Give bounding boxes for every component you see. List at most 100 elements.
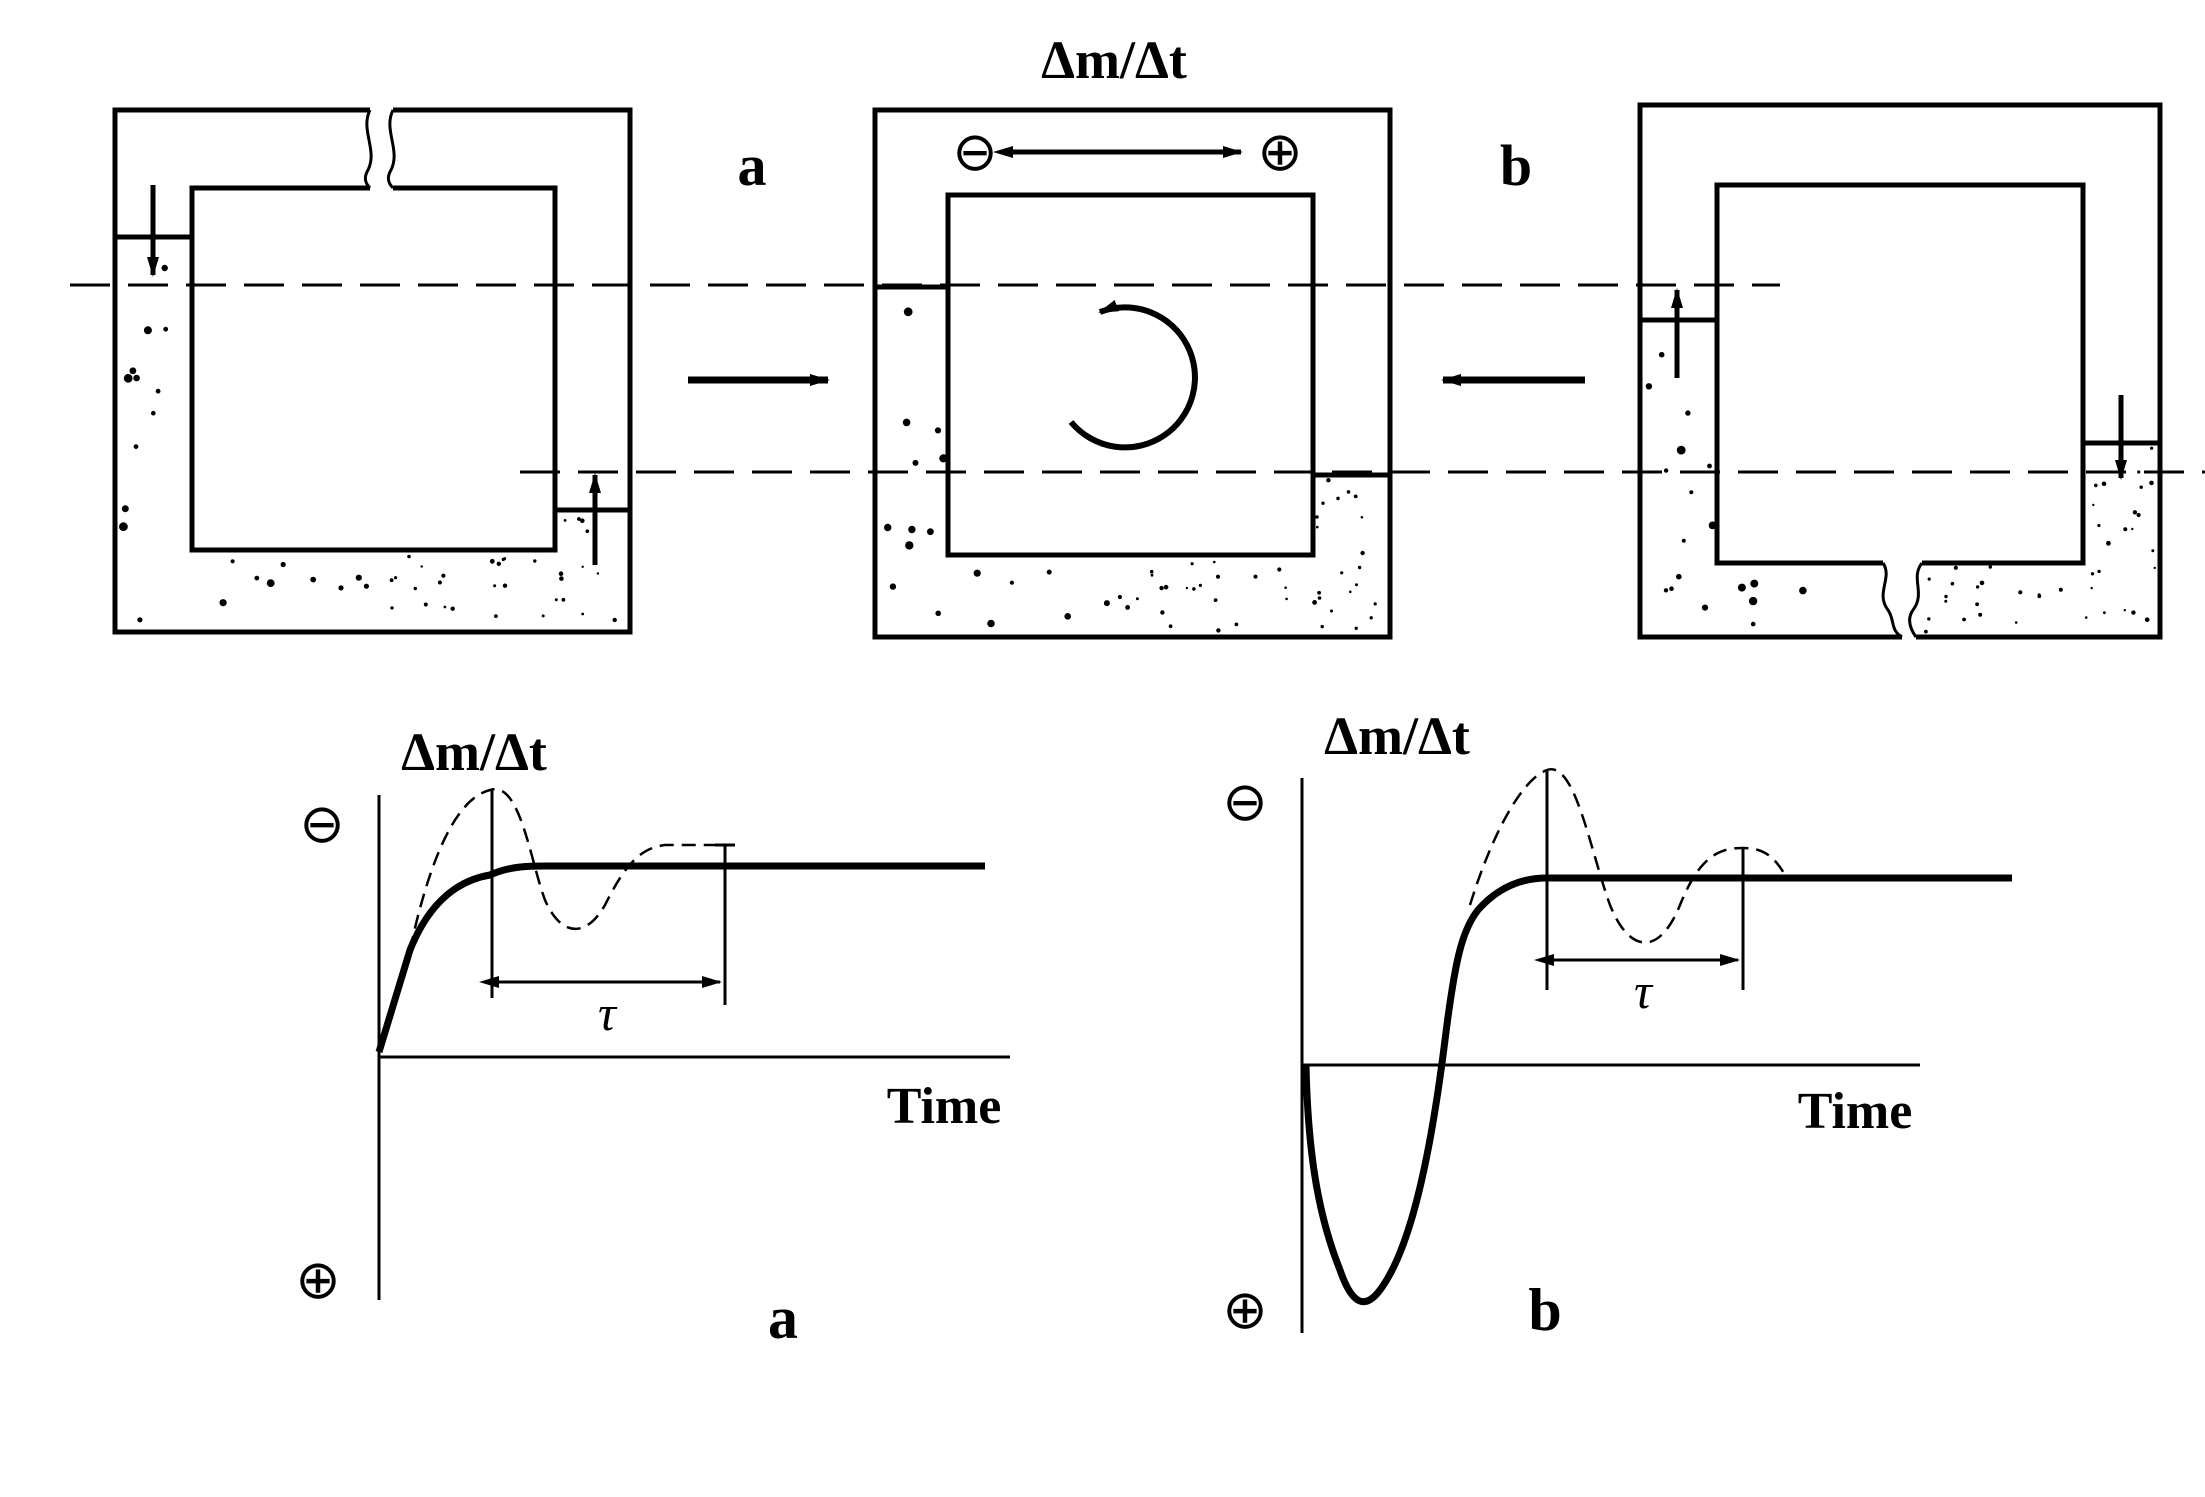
- stipple-dot: [1320, 624, 1324, 629]
- stipple-dot: [413, 586, 417, 591]
- stipple-dot: [502, 583, 508, 588]
- stipple-dot: [137, 617, 143, 623]
- stipple-dot: [338, 585, 344, 591]
- stipple-dot: [2123, 527, 2128, 532]
- stipple-dot: [129, 367, 137, 375]
- stipple-dot: [1663, 588, 1669, 593]
- stipple-dot: [903, 307, 913, 317]
- stipple-dot: [1159, 585, 1164, 591]
- stipple-dot: [1645, 383, 1653, 390]
- vessel-center-stipple: [884, 307, 1377, 633]
- stipple-dot: [2097, 569, 2101, 574]
- stipple-dot: [1669, 586, 1674, 591]
- stipple-dot: [2106, 540, 2111, 546]
- stipple-dot: [558, 571, 564, 576]
- vessel-right: [1637, 102, 2163, 640]
- stipple-dot: [133, 444, 139, 449]
- stipple-dot: [1316, 525, 1319, 529]
- stipple-dot: [2150, 446, 2154, 450]
- stipple-dot: [1103, 600, 1110, 607]
- stipple-dot: [1924, 629, 1928, 634]
- stipple-dot: [1064, 613, 1071, 620]
- vessel-center-outer-wall: [872, 107, 1393, 640]
- stipple-dot: [280, 561, 286, 568]
- stipple-dot: [219, 599, 227, 607]
- stipple-dot: [2037, 594, 2042, 599]
- stipple-dot: [363, 583, 369, 589]
- stipple-dot: [1349, 590, 1352, 594]
- stipple-dot: [2018, 590, 2023, 595]
- stipple-dot: [559, 576, 564, 581]
- stipple-dot: [1357, 565, 1362, 570]
- graph-a-caption: a: [768, 1285, 798, 1351]
- graph-a-xlabel: Time: [887, 1078, 1002, 1135]
- stipple-dot: [935, 610, 941, 617]
- vessel-right-inner-wall: [1714, 182, 2086, 566]
- stipple-dot: [1685, 410, 1691, 416]
- stipple-dot: [2123, 609, 2126, 612]
- stipple-dot: [1373, 602, 1377, 606]
- stipple-dot: [1277, 567, 1282, 572]
- graph-b-response-curve: [1302, 874, 2012, 1305]
- stipple-dot: [889, 583, 897, 590]
- top-label-a: a: [738, 133, 767, 198]
- stipple-dot: [902, 418, 911, 427]
- stipple-dot: [1799, 586, 1807, 595]
- stipple-dot: [2132, 510, 2138, 515]
- stipple-dot: [1185, 586, 1189, 590]
- stipple-dot: [1009, 580, 1015, 585]
- vessel-left-break-mark: [363, 109, 396, 190]
- stipple-dot: [2090, 572, 2095, 576]
- stipple-dot: [927, 528, 934, 536]
- stipple-dot: [912, 459, 919, 466]
- stipple-dot: [501, 557, 505, 562]
- stipple-dot: [2103, 611, 2106, 615]
- stipple-dot: [934, 427, 942, 434]
- stipple-dot: [389, 578, 394, 583]
- stipple-dot: [1198, 583, 1202, 588]
- stipple-dot: [596, 572, 600, 575]
- stipple-dot: [407, 554, 411, 559]
- stipple-dot: [1317, 590, 1321, 595]
- stipple-dot: [420, 565, 423, 568]
- stipple-dot: [437, 580, 442, 585]
- stipple-dot: [1978, 612, 1983, 617]
- stipple-dot: [310, 576, 317, 583]
- stipple-dot: [133, 374, 140, 382]
- stipple-dot: [905, 541, 914, 550]
- stipple-dot: [2131, 527, 2134, 531]
- stipple-dot: [1750, 621, 1756, 627]
- stipple-dot: [1215, 574, 1221, 579]
- stipple-dot: [494, 614, 498, 618]
- vessel-left-outer-wall: [112, 107, 633, 635]
- stipple-dot: [973, 569, 981, 577]
- stipple-dot: [1340, 571, 1344, 575]
- stipple-dot: [394, 576, 398, 580]
- stipple-dot: [1748, 596, 1758, 606]
- stipple-dot: [1190, 562, 1194, 566]
- graph-a-response-curve: [375, 862, 985, 1054]
- stipple-dot: [355, 574, 362, 581]
- stipple-dot: [2137, 470, 2141, 474]
- stipple-dot: [580, 518, 585, 523]
- stipple-dot: [161, 264, 168, 272]
- stipple-dot: [1988, 565, 1993, 569]
- stipple-dot: [2014, 621, 2018, 624]
- stipple-dot: [121, 505, 129, 513]
- stipple-dot: [585, 529, 590, 533]
- graph-a: τ Δm/Δt Time ⊖ ⊕ a: [295, 722, 1010, 1351]
- top-label-b: b: [1500, 133, 1532, 198]
- stipple-dot: [493, 584, 497, 588]
- stipple-dot: [151, 410, 156, 416]
- stipple-dot: [577, 517, 581, 521]
- stipple-dot: [554, 598, 558, 602]
- stipple-dot: [1213, 560, 1216, 564]
- stipple-dot: [1168, 624, 1173, 629]
- stipple-dot: [1355, 583, 1358, 587]
- stipple-dot: [163, 326, 169, 332]
- stipple-dot: [1353, 494, 1358, 499]
- stipple-dot: [1676, 573, 1682, 580]
- center-plus-icon: ⊕: [1257, 120, 1302, 183]
- stipple-dot: [1046, 569, 1052, 575]
